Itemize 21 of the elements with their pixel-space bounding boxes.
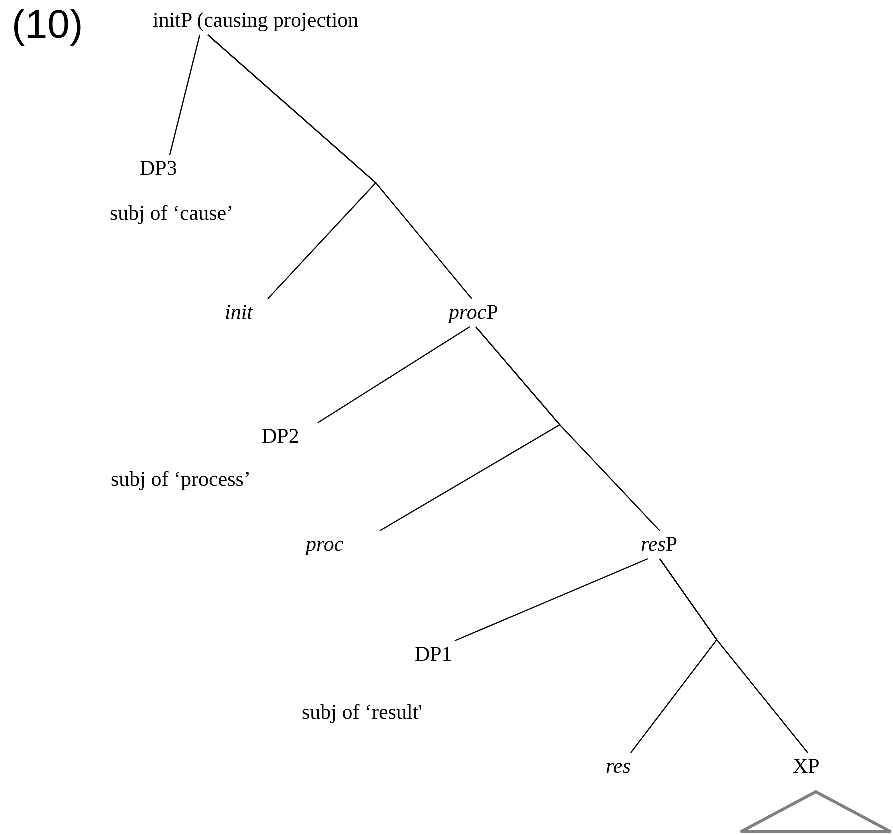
tree-branch [169, 34, 201, 156]
example-number: (10) [12, 2, 84, 49]
tree-branch [454, 558, 648, 642]
tree-node-label: DP2 [262, 424, 300, 448]
node-annotation: subj of ‘result' [302, 700, 422, 724]
node-annotation: subj of ‘cause’ [110, 201, 234, 225]
tree-node-label: resP [641, 532, 678, 556]
tree-node-label: DP1 [415, 642, 452, 666]
node-annotation: subj of ‘process’ [111, 467, 251, 491]
tree-node-label: procP [449, 300, 498, 324]
triangle-symbol [739, 790, 893, 834]
tree-node-label: XP [793, 754, 820, 778]
tree-branch [208, 34, 472, 300]
tree-node-label: res [606, 754, 631, 778]
tree-branch [476, 326, 660, 532]
tree-branch [660, 558, 808, 754]
tree-node-label: init [225, 300, 254, 324]
tree-node-label: initP (causing projection [153, 8, 359, 32]
tree-branch [318, 326, 470, 424]
tree-node-label: DP3 [140, 156, 178, 180]
tree-node-label: proc [306, 532, 344, 556]
